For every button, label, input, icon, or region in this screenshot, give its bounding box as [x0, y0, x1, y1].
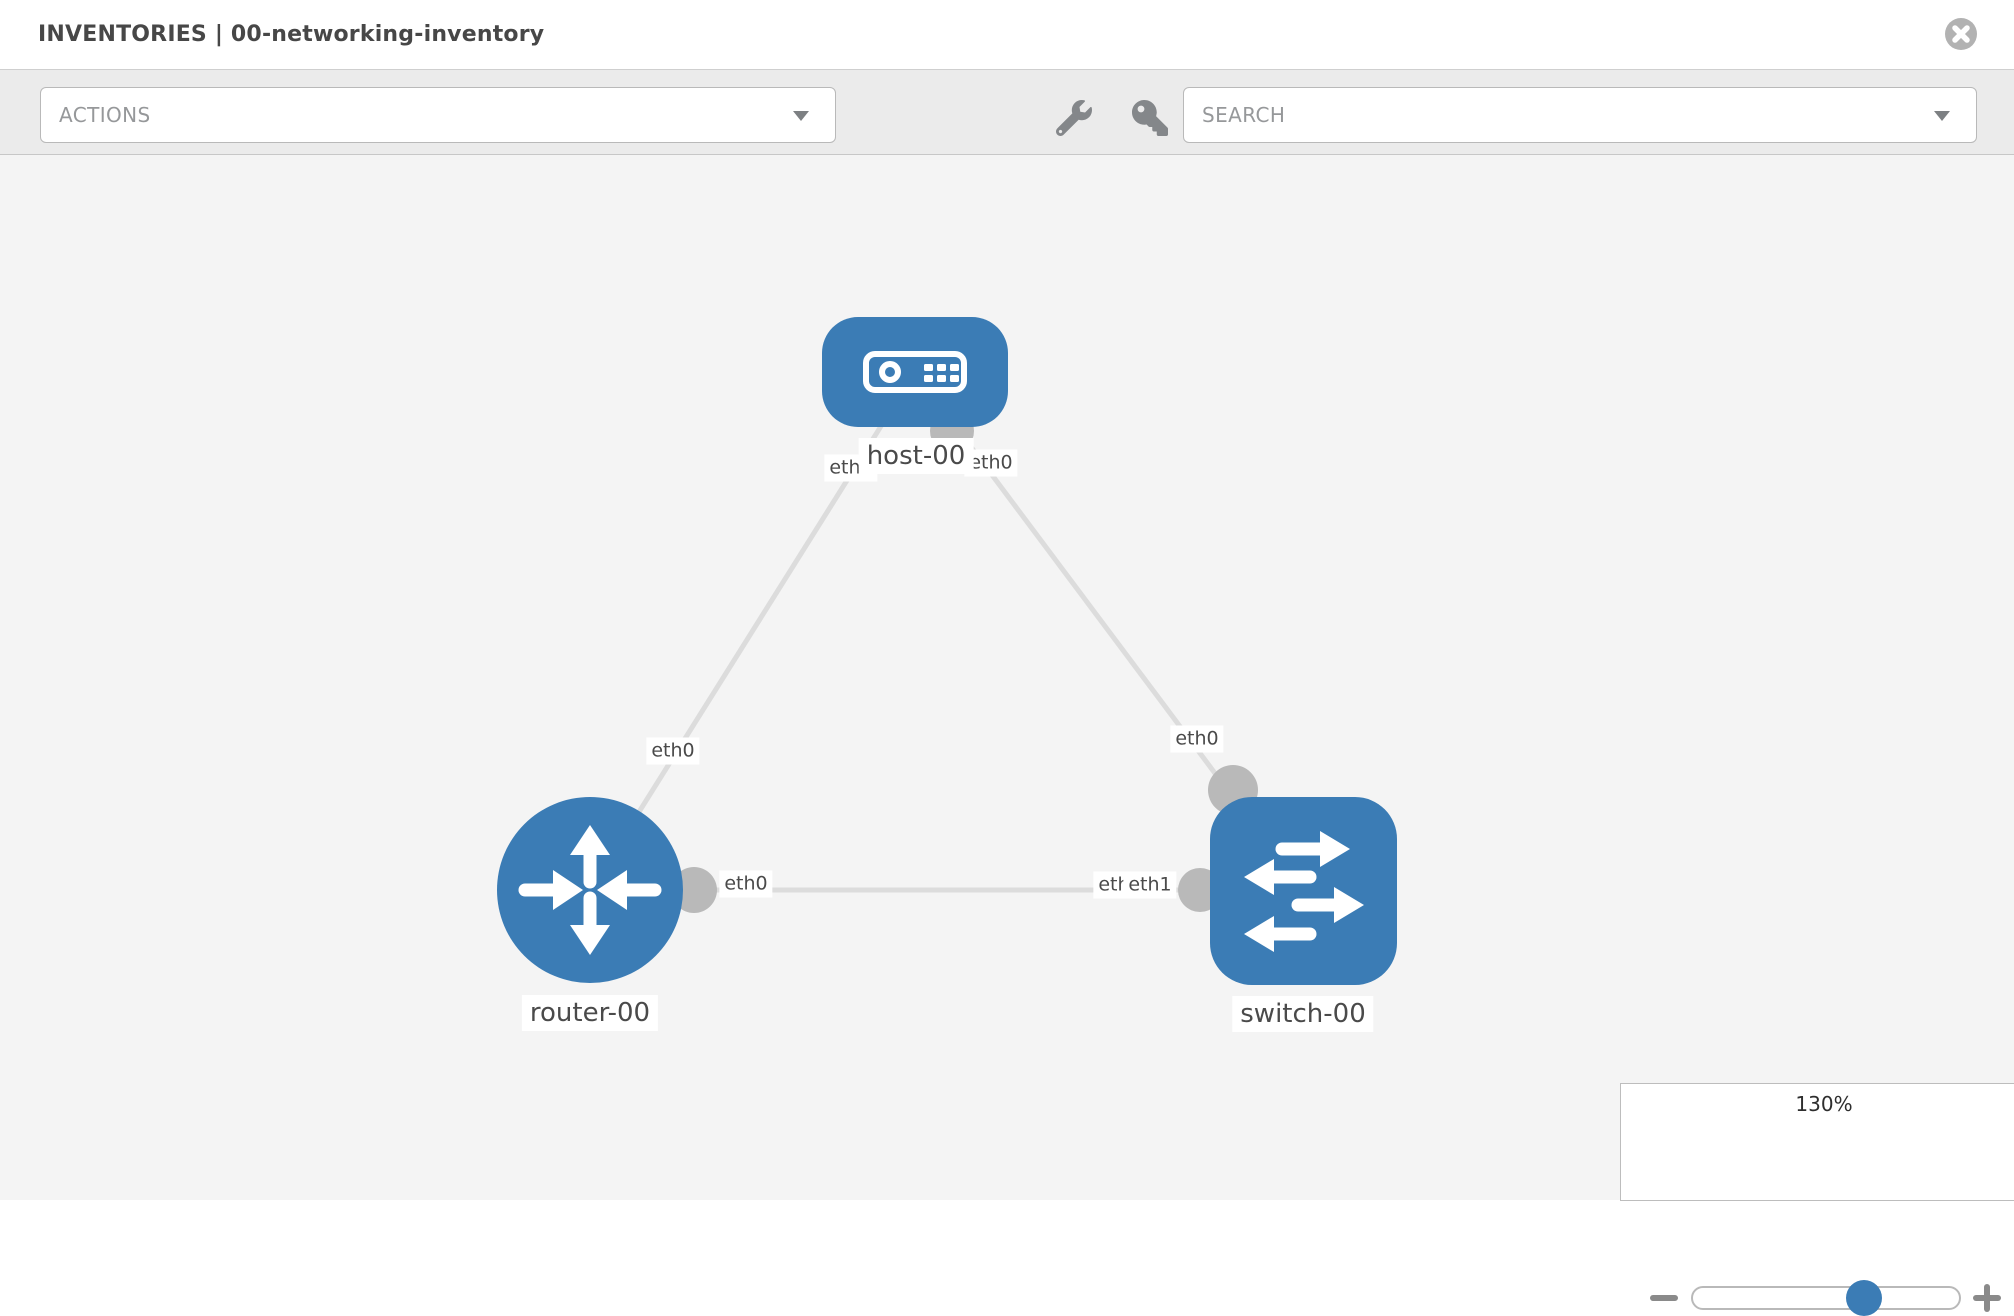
iface-label-switch-eth1: eth1 — [1123, 871, 1177, 899]
search-dropdown-label: SEARCH — [1202, 103, 1286, 127]
zoom-level-value: 130% — [1795, 1092, 1853, 1116]
zoom-panel: 130% — [1620, 1083, 2014, 1316]
key-tool-button[interactable] — [1132, 100, 1168, 136]
minus-icon — [1650, 1295, 1678, 1301]
chevron-down-icon — [1934, 111, 1950, 121]
zoom-in-button[interactable] — [1973, 1284, 2001, 1312]
node-label-router-00: router-00 — [521, 995, 659, 1031]
node-label-switch-00: switch-00 — [1232, 996, 1374, 1032]
close-icon — [1945, 18, 1977, 50]
links-layer — [587, 370, 1306, 913]
chevron-down-icon — [793, 111, 809, 121]
topology-canvas[interactable]: eth0 eth0 eth0 eth0 eth0 eth1 eth0 host-… — [0, 155, 2014, 1316]
node-label-host-00: host-00 — [858, 438, 974, 474]
node-switch-00[interactable] — [1210, 797, 1397, 985]
iface-label-router-eth0-top: eth0 — [646, 737, 700, 765]
actions-dropdown[interactable]: ACTIONS — [40, 87, 836, 143]
wrench-tool-button[interactable] — [1055, 100, 1092, 137]
node-host-00[interactable] — [822, 317, 1008, 427]
host-icon — [863, 351, 967, 393]
port-router-eth0[interactable] — [671, 867, 717, 913]
zoom-out-button[interactable] — [1650, 1295, 1678, 1301]
close-button[interactable] — [1944, 17, 1978, 51]
node-router-00[interactable] — [497, 797, 683, 983]
router-icon — [518, 825, 662, 955]
iface-label-router-eth0-right: eth0 — [719, 870, 773, 898]
actions-dropdown-label: ACTIONS — [59, 103, 151, 127]
page-title: INVENTORIES | 00-networking-inventory — [38, 22, 545, 47]
search-dropdown[interactable]: SEARCH — [1183, 87, 1977, 143]
wrench-icon — [1055, 100, 1092, 137]
iface-label-switch-eth0-top: eth0 — [1170, 725, 1224, 753]
zoom-slider-knob[interactable] — [1846, 1280, 1882, 1316]
toolbar: ACTIONS SEARCH — [0, 70, 2014, 155]
switch-icon — [1244, 831, 1364, 952]
header: INVENTORIES | 00-networking-inventory — [0, 0, 2014, 70]
key-icon — [1132, 100, 1168, 136]
zoom-slider-track[interactable] — [1691, 1286, 1961, 1310]
